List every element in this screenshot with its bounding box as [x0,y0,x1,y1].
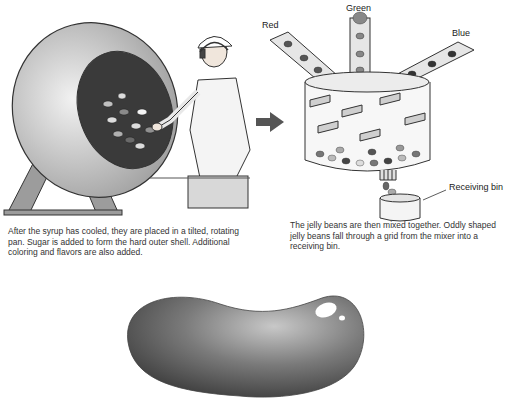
step-caption: The jelly beans are then mixed together.… [290,220,512,252]
part-label: Receiving bin [449,182,515,193]
receiving-bin [380,182,446,221]
chute-label: Green [346,3,371,14]
chute-label: Blue [452,28,470,39]
jelly-bean [128,296,364,397]
rotating-pan [0,0,202,221]
step-arrow [256,112,284,132]
worker [150,36,250,208]
step-caption: After the syrup has cooled, they are pla… [8,226,244,258]
chute-beans [284,12,456,77]
chute-label: Red [262,20,279,31]
mixer [305,72,430,180]
